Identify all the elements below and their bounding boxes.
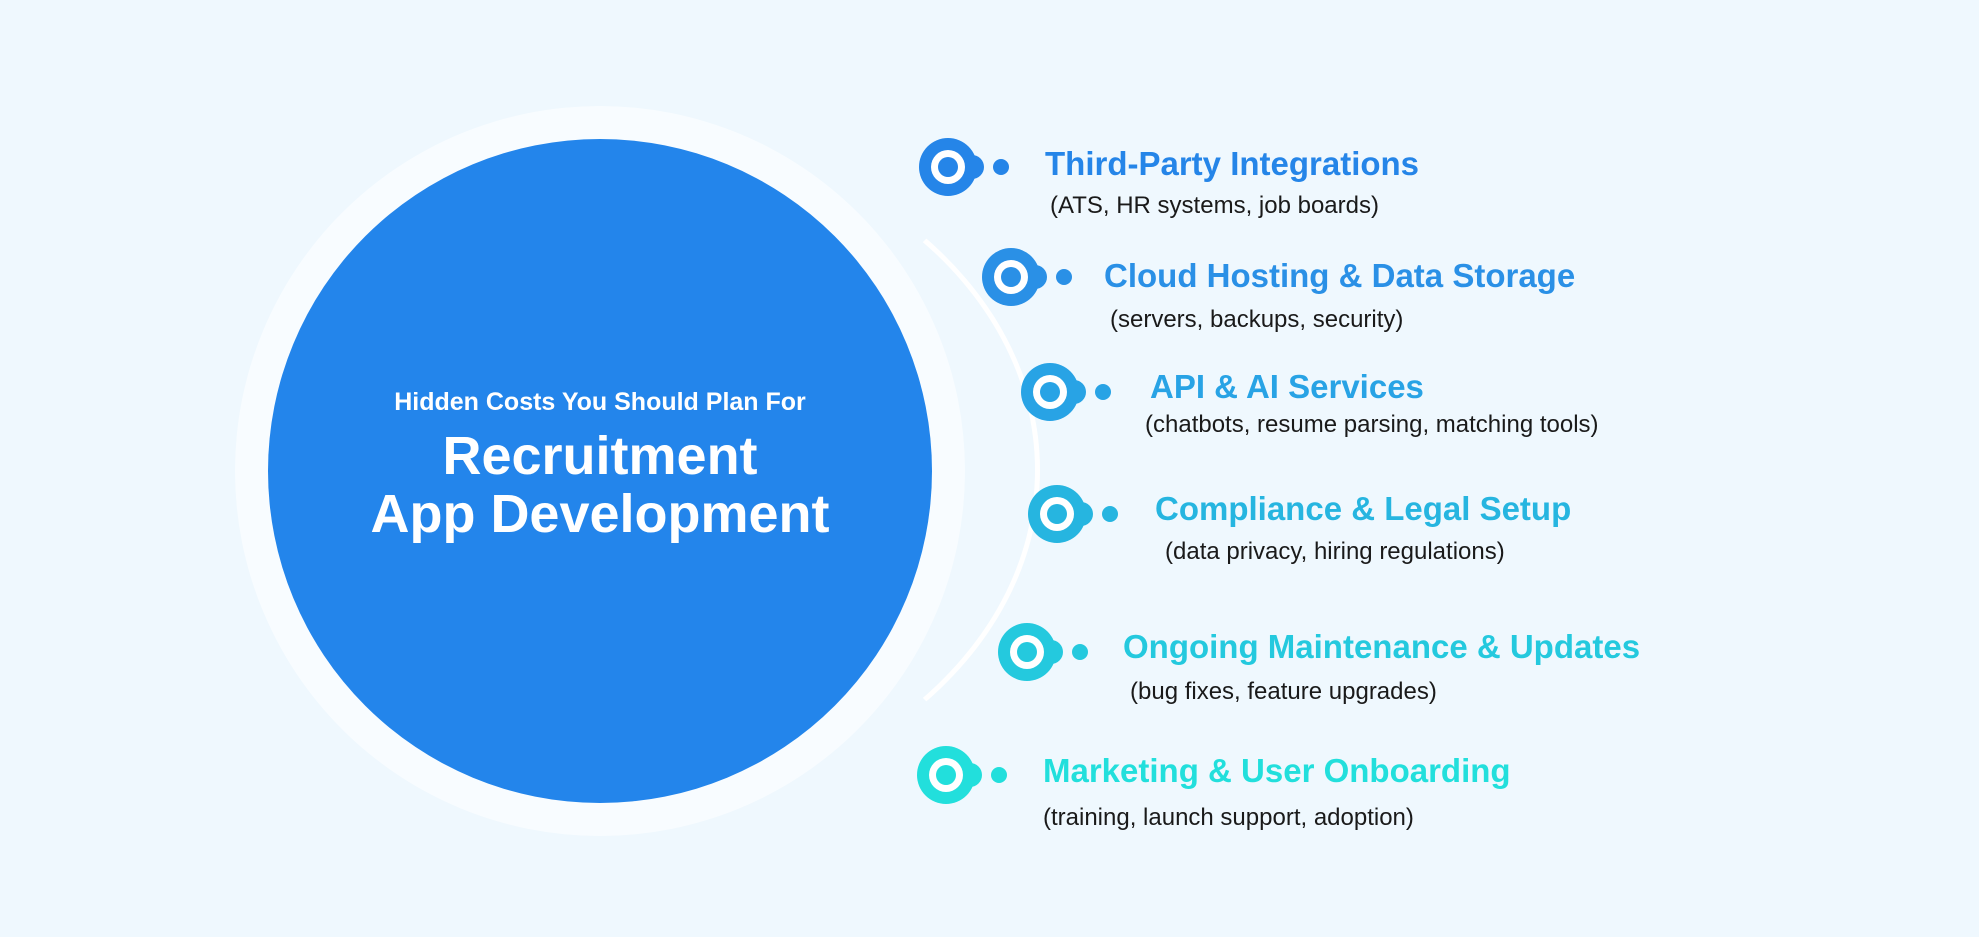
item-subtitle: (ATS, HR systems, job boards) [1050,192,1379,219]
decorative-arc [160,125,1040,815]
headline: Recruitment App Development [370,427,829,543]
item-title: Third-Party Integrations [1045,145,1420,182]
target-pin-icon [917,746,1007,804]
center-title-block: Hidden Costs You Should Plan For Recruit… [268,139,932,803]
kicker-text: Hidden Costs You Should Plan For [394,387,806,416]
item-title: API & AI Services [1150,368,1424,405]
main-circle [268,139,932,803]
item-title: Cloud Hosting & Data Storage [1104,257,1576,294]
item-title: Ongoing Maintenance & Updates [1123,628,1641,665]
headline-line-2: App Development [370,483,830,544]
target-pin-icon [1021,363,1111,421]
headline-line-1: Recruitment [442,425,758,486]
item-subtitle: (bug fixes, feature upgrades) [1130,678,1437,705]
item-subtitle: (data privacy, hiring regulations) [1165,538,1505,565]
target-pin-icon [998,623,1088,681]
target-pin-icon [982,248,1072,306]
item-subtitle: (chatbots, resume parsing, matching tool… [1145,411,1599,438]
target-pin-icon [919,138,1009,196]
item-title: Marketing & User Onboarding [1043,752,1511,789]
item-subtitle: (servers, backups, security) [1110,306,1404,333]
item-title: Compliance & Legal Setup [1155,490,1572,527]
target-pin-icon [1028,485,1118,543]
item-subtitle: (training, launch support, adoption) [1043,804,1414,831]
